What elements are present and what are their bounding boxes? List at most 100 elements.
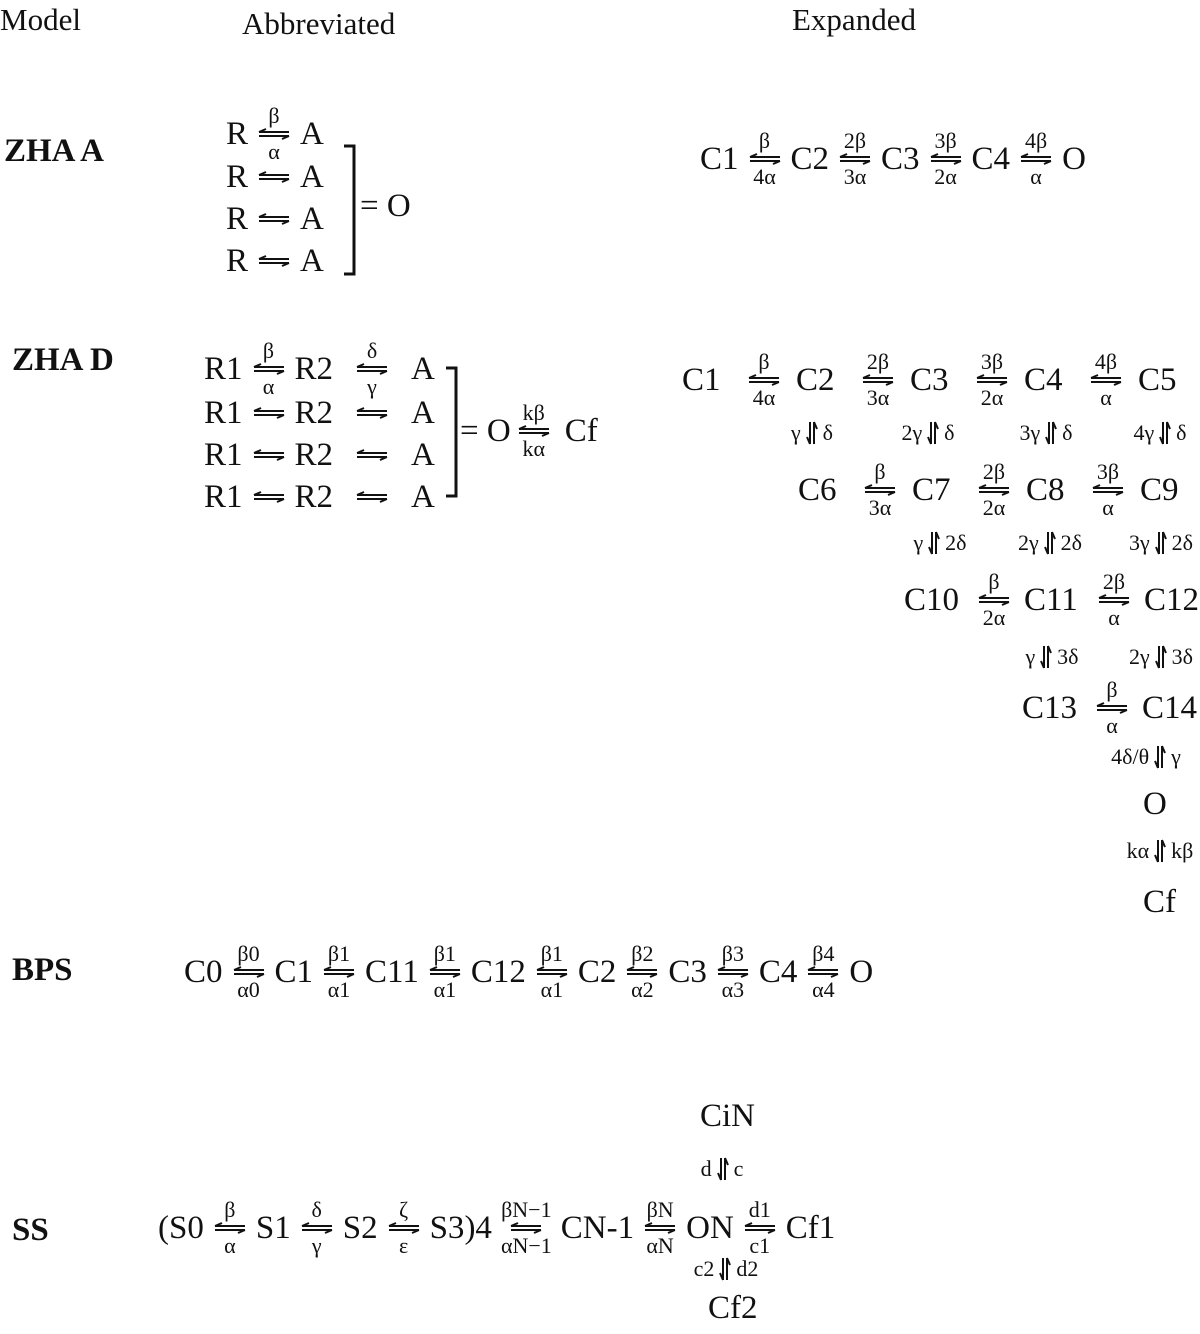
rate-forward: 3β [934, 128, 957, 153]
zha-d-abbrev-row: R1 R2 A [204, 476, 435, 518]
rate-forward: kβ [522, 400, 545, 425]
state-flicker-2: Cf2 [708, 1290, 758, 1326]
equilibrium-arrow-icon [258, 171, 290, 183]
state-label: R1 [204, 436, 243, 473]
equilibrium-arrow-icon [253, 363, 284, 375]
rate-forward: β [874, 459, 886, 484]
zha-a-abbrev-row: R A [226, 198, 324, 240]
state-label: R [226, 158, 249, 195]
state-label: A [411, 350, 435, 387]
close-paren-power: )4 [464, 1209, 492, 1246]
rate-forward: δ [311, 1197, 322, 1222]
rate-backward: 2α [982, 605, 1006, 630]
equilibrium-arrow-icon [253, 491, 284, 503]
equilibrium-arrow-icon [862, 374, 894, 386]
rate-backward: αN−1 [500, 1233, 552, 1258]
vertical-equilibrium-arrow-icon [1154, 645, 1167, 669]
equilibrium-arrow-icon [1020, 153, 1052, 165]
rate-backward: 3α [843, 164, 867, 189]
zha-a-abbrev-block: R β α A R A R A R A [226, 104, 324, 282]
state-label: C12 [1144, 581, 1200, 618]
state-label: C4 [1024, 361, 1063, 398]
rate-backward: α1 [433, 977, 457, 1002]
vertical-equilibrium-arrow-icon [1154, 745, 1167, 769]
equilibrium-arrow-icon [253, 449, 284, 461]
rate-backward: 3α [866, 385, 890, 410]
equilibrium-arrow-icon [839, 153, 871, 165]
equilibrium-arrow-icon [258, 255, 290, 267]
state-label: R2 [294, 394, 334, 431]
zha-d-abbrev-row: R1 R2 A [204, 392, 435, 434]
rate-forward: β2 [631, 941, 654, 966]
rate-forward: β1 [433, 941, 456, 966]
equilibrium-arrow-icon [429, 966, 461, 978]
equilibrium-arrow-icon [864, 484, 896, 496]
equilibrium-arrow-icon [258, 213, 290, 225]
state-label: C4 [758, 953, 798, 990]
rate-forward: 4β [1094, 349, 1118, 374]
equilibrium-arrow-icon [536, 966, 568, 978]
state-inactivated: CiN [700, 1098, 756, 1134]
rate-backward: 3α [868, 495, 892, 520]
vertical-equilibrium-arrow-icon [1154, 839, 1167, 863]
state-label: R1 [204, 478, 243, 515]
rate-forward: 2β [843, 128, 867, 153]
equilibrium-arrow-icon [748, 374, 780, 386]
state-open: O [1143, 786, 1167, 822]
state-label: C11 [365, 953, 419, 990]
rate-backward: α2 [631, 977, 654, 1002]
state-label: R [226, 200, 249, 237]
equilibrium-arrow-icon [749, 153, 780, 165]
zha-a-abbrev-row: R β α A [226, 104, 324, 164]
bracket-icon [344, 144, 356, 276]
rate-forward: β [224, 1197, 236, 1222]
equilibrium-arrow-icon [978, 484, 1010, 496]
rate-forward: 2β [1102, 569, 1126, 594]
rate-forward: 4β [1024, 128, 1048, 153]
equilibrium-arrow-icon [1090, 374, 1122, 386]
rate-forward: 3β [980, 349, 1004, 374]
vertical-equilibrium-arrow-icon [719, 1257, 732, 1281]
state-label: C13 [1022, 689, 1078, 726]
equilibrium-arrow-icon [356, 449, 388, 461]
rate-backward: α [1102, 495, 1114, 520]
header-model: Model [0, 2, 81, 37]
equilibrium-arrow-icon [807, 966, 839, 978]
vertical-equilibrium-arrow-icon [1040, 645, 1053, 669]
state-label: C0 [184, 953, 223, 990]
equilibrium-arrow-icon [510, 1222, 542, 1234]
rate-forward: β1 [540, 941, 563, 966]
state-label: C2 [577, 953, 617, 990]
state-label: C11 [1024, 581, 1078, 618]
rate-backward: α1 [540, 977, 564, 1002]
state-label: R1 [204, 350, 243, 387]
vertical-equilibrium-arrow-icon [716, 1157, 729, 1181]
state-label: A [300, 115, 324, 152]
zha-d-abbrev-row: R1 R2 A [204, 434, 435, 476]
rate-forward: δ [366, 338, 378, 363]
equilibrium-arrow-icon [323, 966, 355, 978]
zha-a-abbrev-row: R A [226, 156, 324, 198]
rate-forward: 2β [866, 349, 890, 374]
state-label: R2 [294, 478, 334, 515]
rate-backward: ε [398, 1233, 409, 1258]
equilibrium-arrow-icon [301, 1222, 333, 1234]
rate-forward: β [988, 569, 1000, 594]
state-label: C10 [904, 581, 960, 618]
equilibrium-arrow-icon [518, 425, 550, 437]
open-paren: ( [158, 1209, 169, 1246]
rate-forward: β4 [812, 941, 835, 966]
model-bps-label: BPS [12, 952, 73, 988]
